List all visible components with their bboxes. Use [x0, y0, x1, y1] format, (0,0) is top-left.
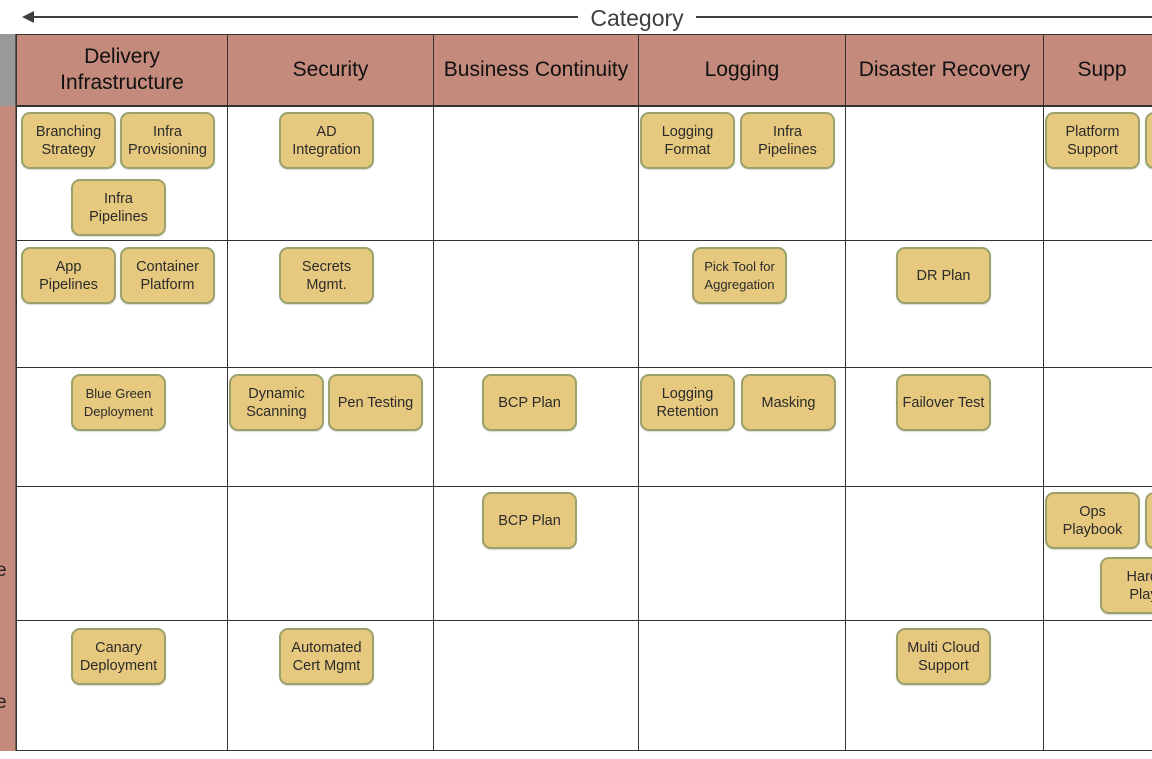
capability-card[interactable]: Infra Provisioning: [120, 112, 215, 169]
capability-card[interactable]: Blue Green Deployment: [71, 374, 166, 431]
capability-card[interactable]: DR Plan: [896, 247, 991, 304]
column-header-label: Business Continuity: [443, 58, 629, 81]
capability-card[interactable]: Masking: [741, 374, 836, 431]
matrix-cell: [433, 620, 639, 751]
capability-card[interactable]: Pen Testing: [328, 374, 423, 431]
capability-card[interactable]: Secrets Mgmt.: [279, 247, 374, 304]
column-header-1: Delivery Infrastructure: [16, 34, 228, 106]
row-header-label: e: [0, 560, 7, 582]
column-header-3: Business Continuity: [433, 34, 639, 106]
column-header-6: Supp: [1043, 34, 1152, 106]
category-axis-line-right: [696, 16, 1152, 18]
capability-card[interactable]: BCP Plan: [482, 374, 577, 431]
column-header-label: Disaster Recovery: [858, 58, 1031, 81]
row-header-1: [0, 106, 16, 241]
row-header-4: [0, 486, 16, 621]
row-header-label: e: [0, 691, 7, 713]
capability-card[interactable]: Platform Support: [1045, 112, 1140, 169]
capability-card[interactable]: Infra Pipelines: [740, 112, 835, 169]
row-header-5: [0, 620, 16, 751]
capability-card[interactable]: Infra Pipelines: [71, 179, 166, 236]
column-header-label: Delivery Infrastructure: [60, 45, 184, 94]
capability-card[interactable]: AD Integration: [279, 112, 374, 169]
column-header-2: Security: [227, 34, 434, 106]
matrix-cell: [638, 486, 846, 621]
capability-card[interactable]: Pick Tool for Aggregation: [692, 247, 787, 304]
column-header-4: Logging: [638, 34, 846, 106]
category-axis-title: Category: [578, 4, 696, 32]
corner-cell: [0, 34, 16, 106]
capability-card[interactable]: [1145, 492, 1152, 549]
column-header-label: Security: [292, 58, 369, 81]
capability-card[interactable]: Failover Test: [896, 374, 991, 431]
matrix-cell: [845, 486, 1044, 621]
capability-card[interactable]: BCP Plan: [482, 492, 577, 549]
capability-card[interactable]: [1145, 112, 1152, 169]
column-header-label: Logging: [704, 58, 780, 81]
capability-card[interactable]: Multi Cloud Support: [896, 628, 991, 685]
capability-card[interactable]: Container Platform: [120, 247, 215, 304]
capability-card[interactable]: Automated Cert Mgmt: [279, 628, 374, 685]
matrix-cell: [433, 106, 639, 241]
capability-card[interactable]: Canary Deployment: [71, 628, 166, 685]
row-header-3: [0, 367, 16, 487]
column-header-5: Disaster Recovery: [845, 34, 1044, 106]
capability-card[interactable]: Logging Format: [640, 112, 735, 169]
matrix-cell: [638, 620, 846, 751]
arrow-left-icon: [22, 11, 34, 23]
capability-card[interactable]: Logging Retention: [640, 374, 735, 431]
matrix-cell: [1043, 240, 1152, 368]
capability-card[interactable]: Ops Playbook: [1045, 492, 1140, 549]
matrix-cell: [1043, 367, 1152, 487]
row-header-2: [0, 240, 16, 368]
capability-card[interactable]: Dynamic Scanning: [229, 374, 324, 431]
matrix-cell: [16, 486, 228, 621]
category-axis-line-left: [30, 16, 578, 18]
matrix-cell: [1043, 620, 1152, 751]
capability-card[interactable]: Branching Strategy: [21, 112, 116, 169]
capability-card[interactable]: Hardw Playb: [1100, 557, 1152, 614]
matrix-cell: [845, 106, 1044, 241]
capability-card[interactable]: App Pipelines: [21, 247, 116, 304]
matrix-cell: [227, 486, 434, 621]
column-header-label: Supp: [1077, 58, 1127, 81]
matrix-cell: [433, 240, 639, 368]
